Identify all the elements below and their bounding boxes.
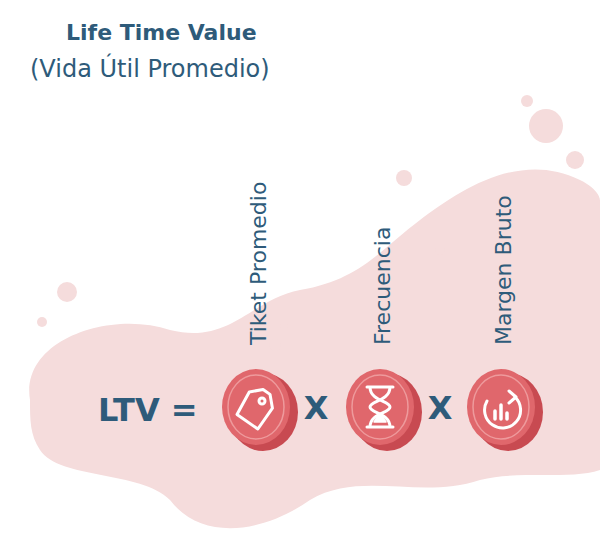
subtitle: (Vida Útil Promedio) — [30, 56, 270, 84]
multiply-sign: X — [304, 390, 329, 427]
factor-label: Margen Bruto — [491, 195, 516, 345]
factor-label: Tiket Promedio — [246, 182, 271, 345]
factor-disc: Tiket Promedio — [218, 366, 302, 454]
title: Life Time Value — [66, 20, 257, 45]
multiply-sign: X — [428, 390, 453, 427]
disc-icon — [342, 366, 426, 454]
formula-lhs: LTV = — [98, 392, 198, 429]
disc-icon — [218, 366, 302, 454]
factor-disc: Frecuencia — [342, 366, 426, 454]
factor-disc: Margen Bruto — [463, 366, 547, 454]
factor-label: Frecuencia — [370, 227, 395, 345]
disc-icon — [463, 366, 547, 454]
